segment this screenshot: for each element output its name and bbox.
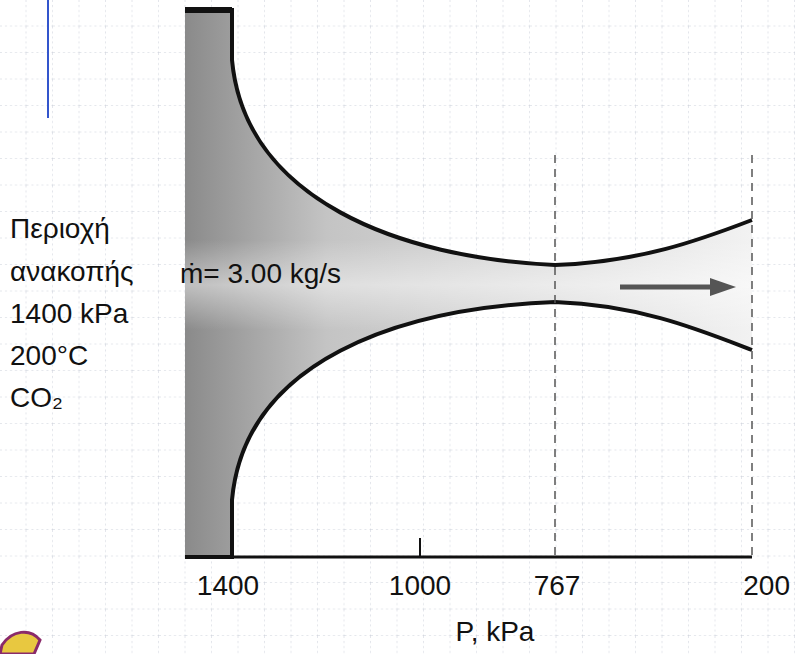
flow-arrowhead (710, 278, 736, 296)
flow-arrow (620, 285, 712, 290)
state-label: ṁ= 3.00 kg/s (180, 258, 341, 290)
state-label: 200°C (10, 340, 88, 372)
margin-line (47, 0, 49, 118)
upper-wall (185, 10, 752, 265)
state-label: 1400 kPa (10, 298, 128, 330)
corner-icon (0, 632, 40, 654)
axis-label: 1400 (197, 570, 259, 602)
throat-line (554, 155, 556, 555)
axis-label: 1000 (389, 570, 451, 602)
axis-label: 200 (743, 570, 790, 602)
state-label: Περιοχή (10, 213, 110, 245)
exit-line (751, 155, 753, 555)
pressure-axis (185, 556, 752, 559)
state-label: CO₂ (10, 382, 63, 414)
axis-label: P, kPa (456, 616, 535, 648)
axis-label: 767 (534, 570, 581, 602)
lower-wall (185, 302, 752, 557)
axis-tick (419, 538, 421, 557)
state-label: ανακοπής (10, 256, 134, 288)
wall-cap (185, 7, 232, 13)
